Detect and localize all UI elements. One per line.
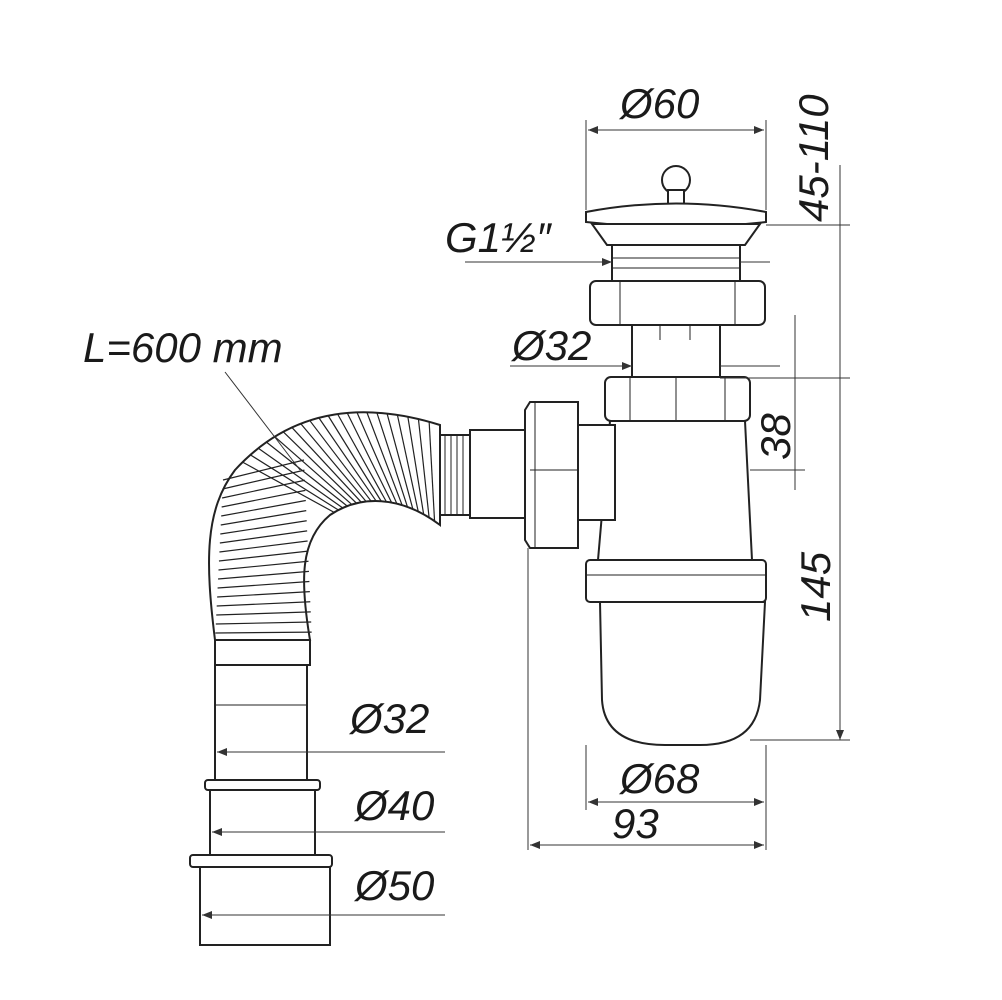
hose-rib [220, 510, 307, 526]
label-height-range: 45-110 [790, 94, 837, 222]
hose-rib [366, 412, 403, 506]
hose-rib [417, 418, 430, 518]
label-total-width: 93 [612, 800, 659, 847]
hose-rib [221, 489, 306, 508]
hose-rib [318, 417, 377, 502]
hose-rib [300, 423, 367, 502]
hose-rib [386, 413, 414, 510]
hose-rib [274, 436, 353, 506]
hose-rib [215, 621, 312, 625]
hose-rib [220, 520, 307, 535]
hose-rib [219, 530, 308, 544]
label-bottle-diameter: Ø68 [618, 755, 700, 802]
hose-rib [327, 415, 382, 502]
hose-rib [221, 479, 306, 499]
adapter-50 [189, 854, 333, 946]
hose-rib [217, 580, 310, 589]
hose-rib [222, 459, 305, 481]
hose-rib [337, 413, 387, 503]
dimension-lines [202, 120, 850, 919]
strainer [585, 165, 767, 282]
hose-rib [266, 441, 348, 507]
hose-rib [407, 416, 425, 515]
hose-rib [282, 431, 357, 504]
hose-rib [356, 412, 398, 504]
adapter-40 [204, 779, 321, 856]
hose-rib [221, 499, 306, 517]
label-total-height: 145 [792, 551, 839, 622]
hose-rib [346, 412, 393, 503]
tailpiece [631, 324, 721, 378]
hose-rib [242, 461, 335, 513]
corrugated-hose [208, 411, 441, 781]
hose-rib [257, 447, 344, 509]
label-outlet-height: 38 [752, 413, 799, 460]
hose-rib [218, 550, 309, 562]
hose-rib [217, 570, 310, 580]
label-hose-length: L=600 mm [83, 324, 283, 371]
side-outlet [439, 401, 616, 549]
hose-rib [216, 601, 311, 607]
hose-rib [396, 414, 419, 512]
hose-rib [428, 421, 436, 522]
label-hose-end-40: Ø40 [353, 782, 435, 829]
hose-rib [309, 420, 372, 502]
hose-rib [218, 560, 309, 571]
label-hose-end-32: Ø32 [348, 695, 429, 742]
hose-rib [216, 611, 311, 616]
hose-rib [222, 469, 305, 490]
hose-rib [217, 591, 310, 598]
upper-nut [589, 280, 766, 326]
hose-rib [219, 540, 308, 553]
label-thread: G1½″ [445, 214, 553, 261]
hose-rib [376, 412, 409, 508]
bottle-body [585, 420, 767, 746]
label-hose-end-50: Ø50 [353, 862, 435, 909]
label-upper-outlet-diameter: Ø32 [510, 322, 591, 369]
hose-rib [215, 631, 312, 634]
label-strainer-diameter: Ø60 [618, 80, 700, 127]
bottle-nut [604, 376, 751, 422]
hose-rib [291, 427, 362, 503]
